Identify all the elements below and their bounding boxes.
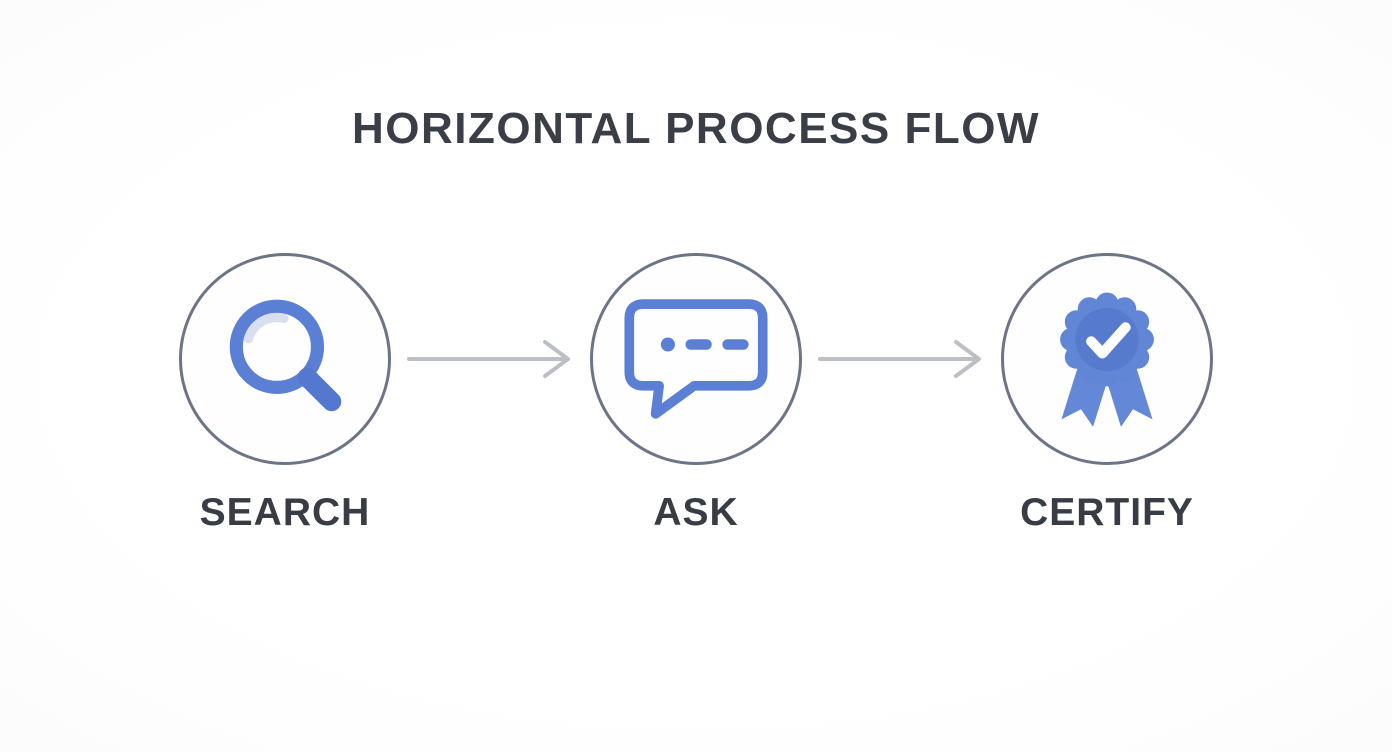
step-label-certify: CERTIFY xyxy=(1020,491,1194,534)
arrow-right-icon xyxy=(407,340,570,378)
step-certify: CERTIFY xyxy=(999,253,1215,535)
step-label-search: SEARCH xyxy=(199,491,371,534)
flow-row: SEARCH ASK xyxy=(177,253,1215,535)
ribbon-badge-icon xyxy=(1060,292,1154,427)
step-label-ask: ASK xyxy=(653,491,739,534)
arrow-right-icon xyxy=(818,340,981,378)
step-circle-ask xyxy=(590,253,802,465)
speech-bubble-icon xyxy=(624,299,768,419)
step-search: SEARCH xyxy=(177,253,393,535)
step-circle-certify xyxy=(1001,253,1213,465)
step-ask: ASK xyxy=(588,253,804,535)
step-circle-search xyxy=(179,253,391,465)
search-icon xyxy=(229,299,342,412)
page-title: HORIZONTAL PROCESS FLOW xyxy=(352,104,1040,153)
